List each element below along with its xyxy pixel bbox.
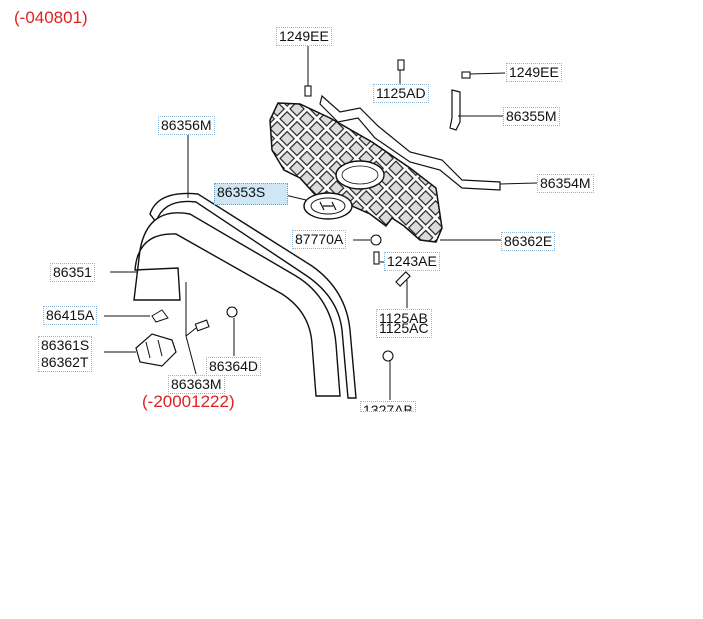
label-1243AE[interactable]: 1243AE <box>384 252 440 271</box>
label-86361S[interactable]: 86361S <box>41 337 90 353</box>
clip-86415A <box>151 309 169 323</box>
date-note-top: (-040801) <box>14 8 88 27</box>
label-87770A[interactable]: 87770A <box>292 230 347 249</box>
label-86415A[interactable]: 86415A <box>43 306 98 325</box>
fasteners <box>194 59 471 362</box>
grille-guard-body <box>133 212 341 397</box>
date-note-bottom: (-20001222) <box>142 392 235 411</box>
label-86361S-86362T: 86361S 86362T <box>38 336 93 372</box>
label-1125AB-1125AC[interactable]: 1125AB 1125AC <box>376 309 432 338</box>
leader-lines <box>104 46 538 400</box>
label-86351[interactable]: 86351 <box>50 263 95 282</box>
label-1249EE-top[interactable]: 1249EE <box>276 27 332 46</box>
emblem <box>303 192 353 220</box>
label-86356M[interactable]: 86356M <box>158 116 215 135</box>
label-1249EE-right[interactable]: 1249EE <box>506 63 562 82</box>
grille-upper-bracket <box>319 94 501 191</box>
grille-side-bracket <box>449 89 461 131</box>
label-86364D[interactable]: 86364D <box>206 357 262 376</box>
label-86362T[interactable]: 86362T <box>41 354 89 370</box>
label-86353S[interactable]: 86353S <box>214 183 288 205</box>
label-86362E[interactable]: 86362E <box>501 232 556 251</box>
label-86355M[interactable]: 86355M <box>503 107 560 126</box>
label-1125AC[interactable]: 1125AC <box>379 320 429 336</box>
stay-bracket <box>135 333 177 367</box>
label-86363M[interactable]: 86363M <box>168 375 225 394</box>
radiator-grille <box>269 102 443 243</box>
label-1125AB[interactable]: 1125AB <box>379 310 428 326</box>
label-1125AD[interactable]: 1125AD <box>373 84 429 103</box>
label-86354M[interactable]: 86354M <box>537 174 594 193</box>
label-1327AB[interactable]: 1327AB <box>360 401 416 412</box>
